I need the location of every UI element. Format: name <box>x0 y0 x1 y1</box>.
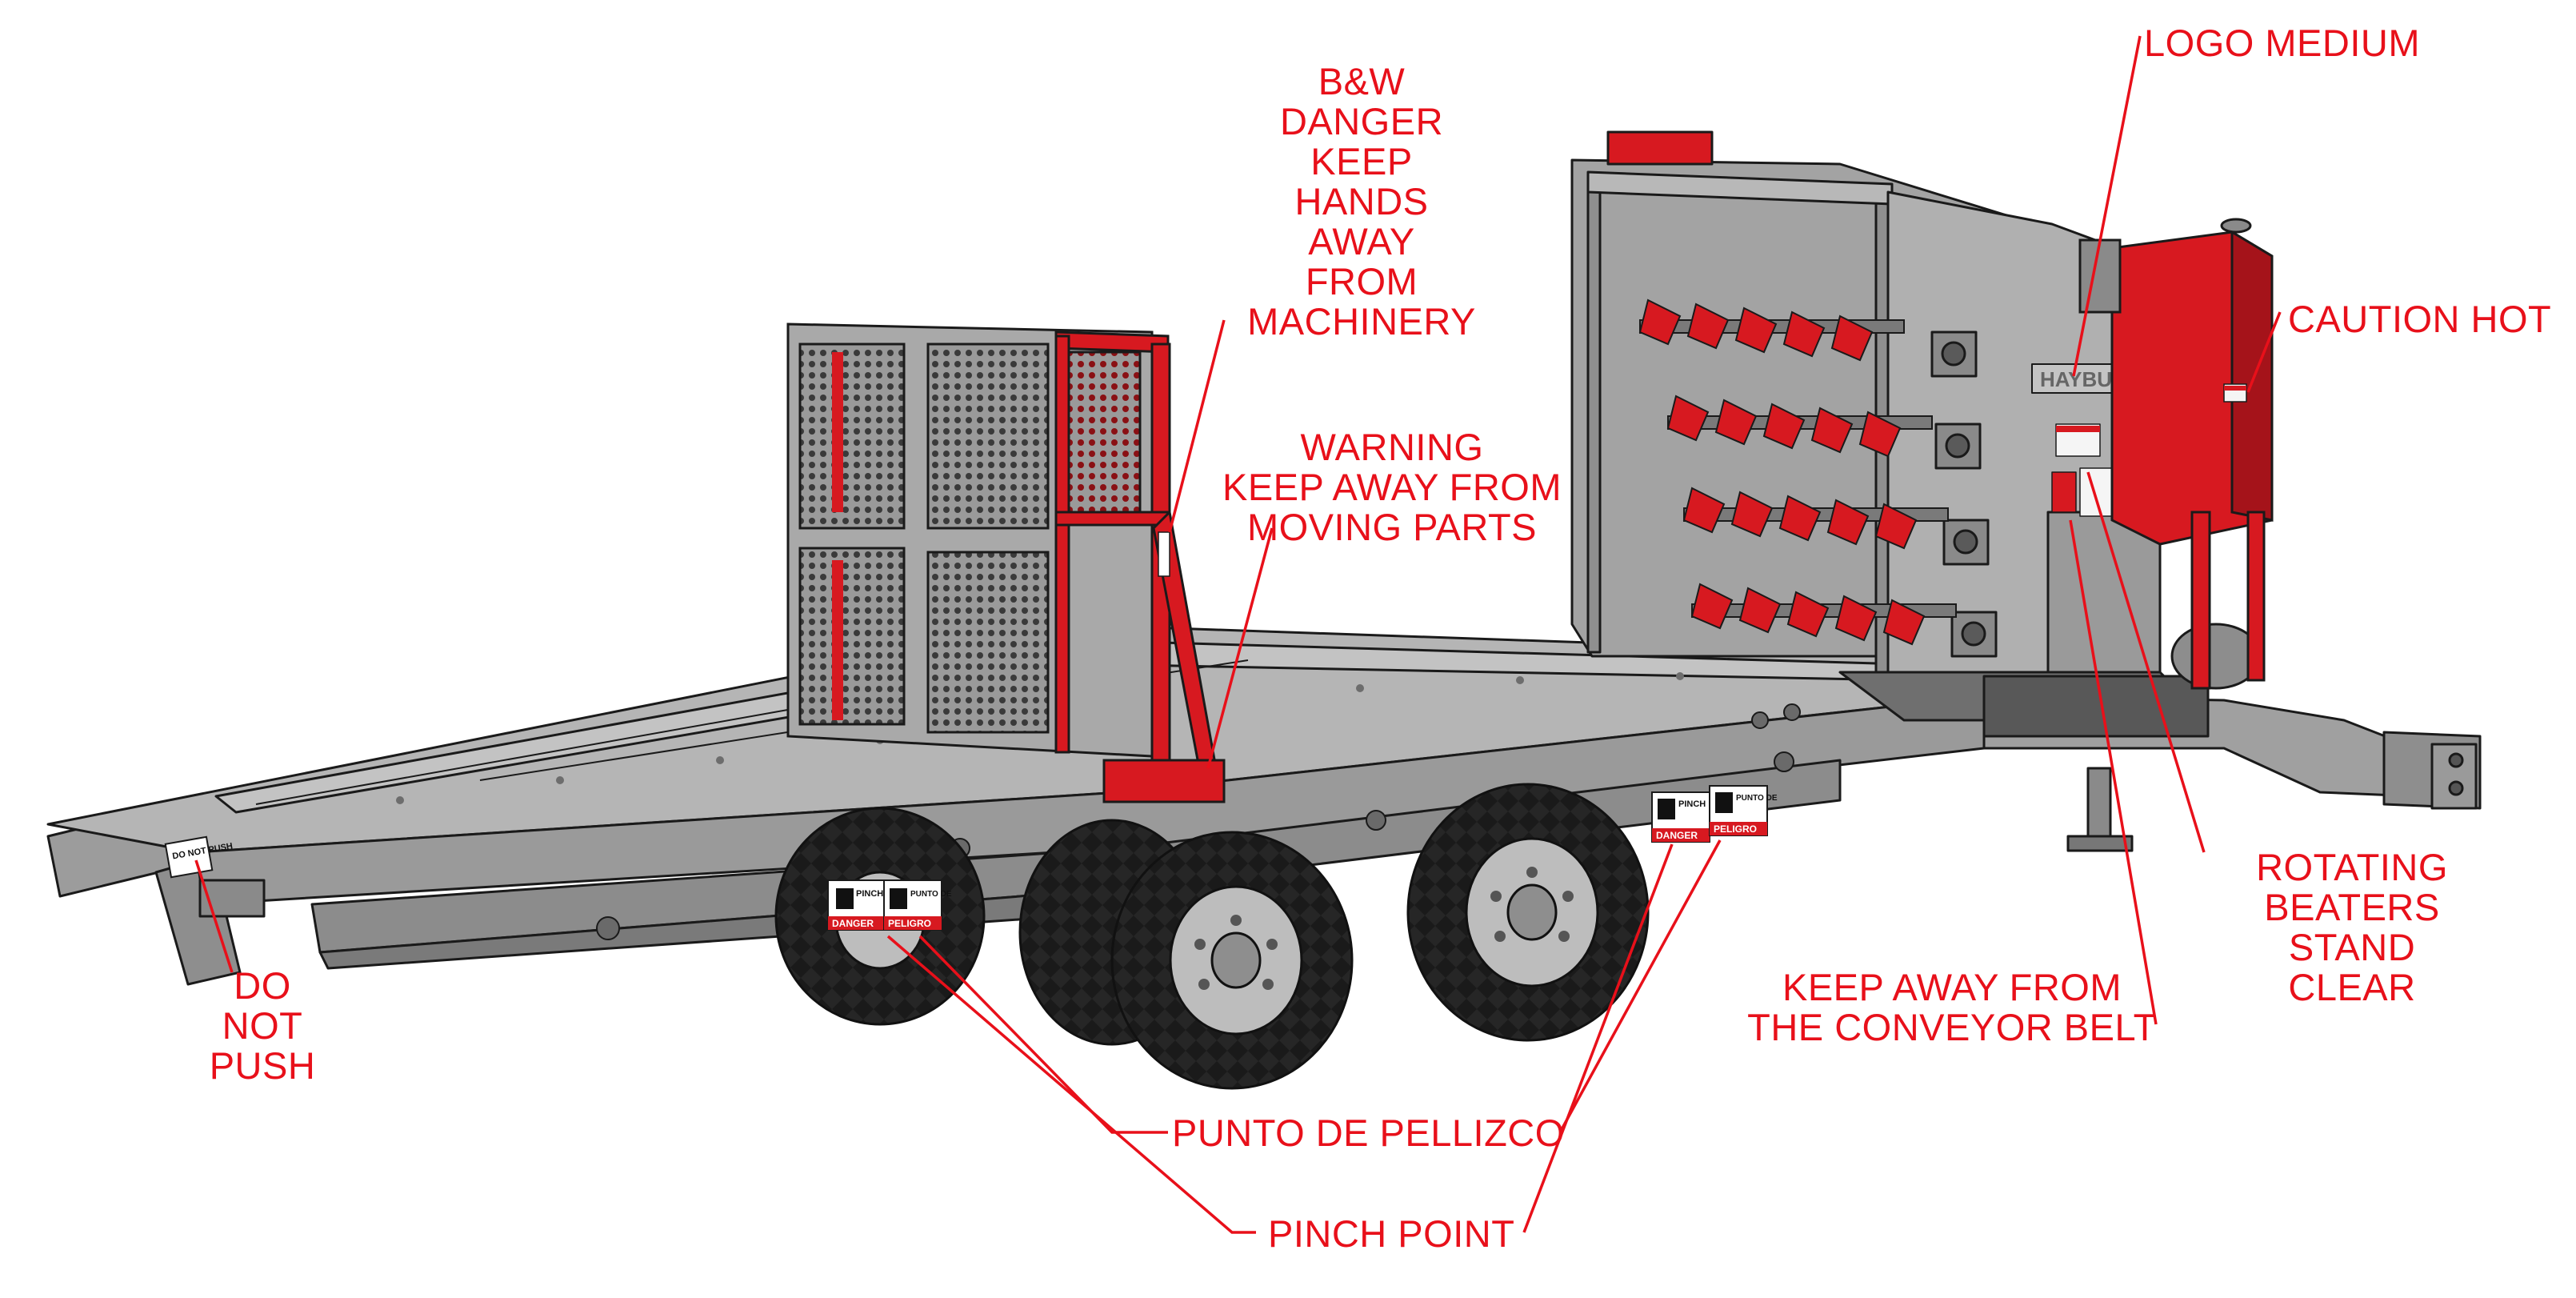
leader-logo <box>2072 35 2142 377</box>
middle-wheel <box>1018 819 1354 1090</box>
callout-logo-medium: LOGO MEDIUM <box>2144 22 2420 64</box>
callout-rotating-beaters-line-3: STAND <box>2289 926 2415 968</box>
beater-row-2 <box>1666 395 1933 458</box>
hydraulic-tank <box>2078 218 2274 690</box>
callout-bw-danger-line-3: KEEP <box>1310 140 1412 182</box>
decal-rear-peligro-label: PELIGRO <box>888 918 931 929</box>
leader-pinch-rear <box>886 935 1256 1234</box>
callout-warning: WARNING KEEP AWAY FROM MOVING PARTS <box>1222 426 1562 548</box>
callout-conveyor-line-2: THE CONVEYOR BELT <box>1747 1006 2157 1048</box>
leader-conveyor <box>2069 519 2158 1025</box>
front-wheel <box>1406 783 1650 1042</box>
callout-warning-line-3: MOVING PARTS <box>1247 506 1537 548</box>
callout-do-not-push-line-2: NOT <box>222 1004 303 1047</box>
safety-cage <box>786 322 1226 803</box>
leader-pinch-front <box>1522 843 1674 1233</box>
callout-rotating-beaters-line-4: CLEAR <box>2288 966 2415 1008</box>
callout-warning-line-2: KEEP AWAY FROM <box>1222 466 1562 508</box>
callout-rotating-beaters: ROTATING BEATERS STAND CLEAR <box>2256 846 2448 1008</box>
leader-lines <box>194 35 2282 1234</box>
beater-row-1 <box>1638 298 1905 362</box>
decal-rear-punto-label: PUNTO DE <box>910 890 952 899</box>
callout-rotating-beaters-line-2: BEATERS <box>2264 886 2439 928</box>
callout-bw-danger-line-1: B&W <box>1318 60 1406 102</box>
decal-pinch-point-front: PINCH POINT DANGER PUNTO DE PELIGRO <box>1651 785 1778 843</box>
callout-do-not-push-line-1: DO <box>234 964 291 1007</box>
decal-pinch-point-rear: PINCH POINT DANGER PUNTO DE PELIGRO <box>827 879 952 931</box>
leader-do-not-push <box>194 859 234 973</box>
beater-row-3 <box>1682 487 1949 550</box>
decal-front-punto-label: PUNTO DE <box>1736 794 1778 803</box>
callout-bw-danger-line-6: FROM <box>1306 260 1418 302</box>
callout-conveyor-line-1: KEEP AWAY FROM <box>1782 966 2122 1008</box>
beater-housing: HAYBUSTER <box>1570 130 2262 738</box>
leader-caution-hot <box>2246 311 2282 393</box>
callout-pinch-point: PINCH POINT <box>1268 1212 1514 1255</box>
callout-rotating-beaters-line-1: ROTATING <box>2256 846 2448 888</box>
decal-do-not-push: DO NOT PUSH <box>164 835 234 879</box>
callout-do-not-push-line-3: PUSH <box>210 1044 316 1087</box>
decal-rear-danger-label: DANGER <box>832 918 874 929</box>
beater-rows <box>1638 298 1957 646</box>
callout-warning-line-1: WARNING <box>1301 426 1484 468</box>
callout-caution-hot: CAUTION HOT <box>2288 298 2551 340</box>
decal-front-danger-label: DANGER <box>1656 830 1698 841</box>
beater-row-4 <box>1690 583 1957 646</box>
callout-bw-danger-line-2: DANGER <box>1280 100 1443 142</box>
leader-punto-rear <box>918 935 1168 1134</box>
callout-conveyor-belt: KEEP AWAY FROM THE CONVEYOR BELT <box>1747 966 2157 1048</box>
decal-front-peligro-label: PELIGRO <box>1714 823 1757 835</box>
leader-bw-danger <box>1168 319 1226 533</box>
callout-do-not-push: DO NOT PUSH <box>210 964 316 1087</box>
leader-punto-front <box>1558 839 1722 1133</box>
leader-warning <box>1206 527 1274 769</box>
callout-punto-de-pellizco: PUNTO DE PELLIZCO <box>1172 1112 1565 1154</box>
callout-bw-danger-line-5: AWAY <box>1308 220 1414 262</box>
callout-bw-danger-line-7: MACHINERY <box>1247 300 1476 343</box>
callout-bw-danger-line-4: HANDS <box>1294 180 1428 222</box>
callout-bw-danger: B&W DANGER KEEP HANDS AWAY FROM MACHINER… <box>1247 60 1476 343</box>
leader-rotating-beaters <box>2086 471 2206 853</box>
